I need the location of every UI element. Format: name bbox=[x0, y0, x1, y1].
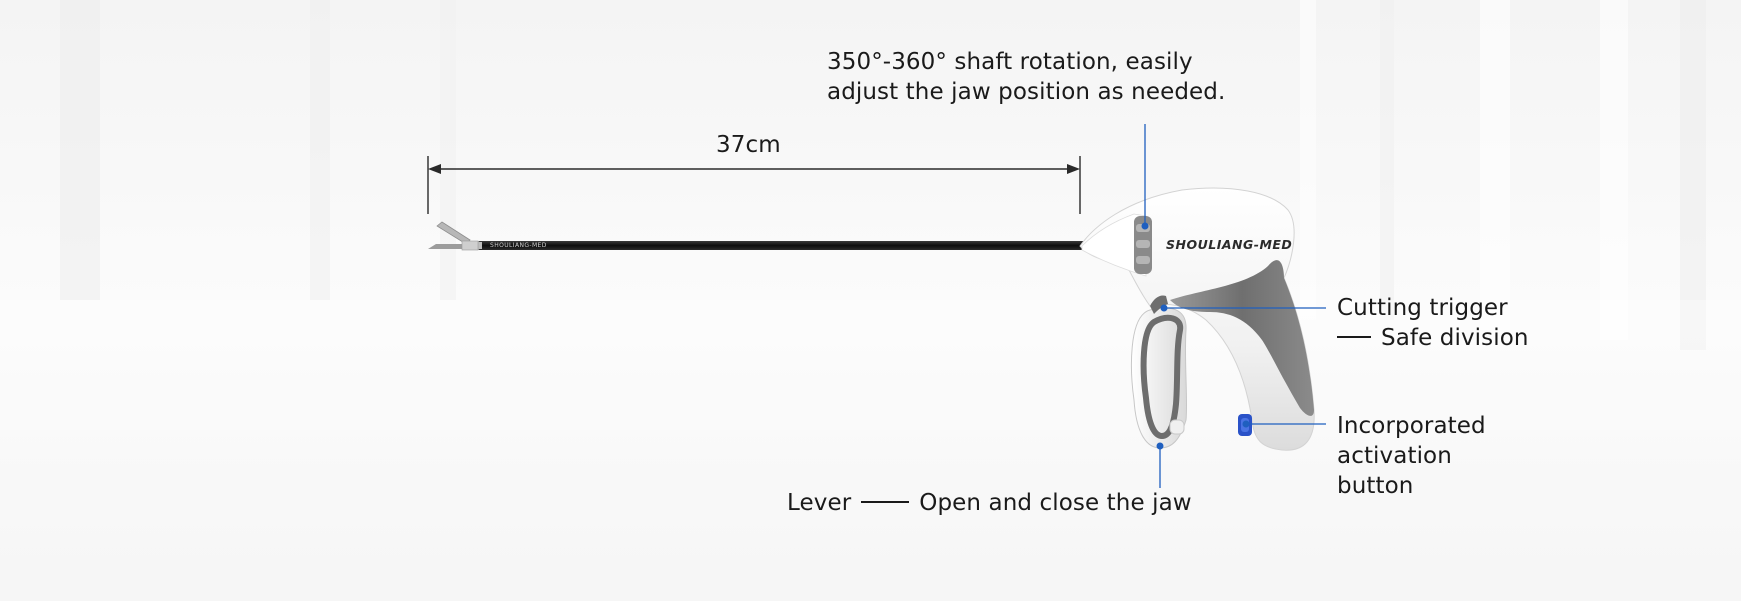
callout-dot-trigger bbox=[1160, 304, 1168, 312]
cutting-trigger-desc-row: Safe division bbox=[1337, 323, 1529, 353]
background-pillars bbox=[60, 0, 1706, 350]
rotation-callout-line2: adjust the jaw position as needed. bbox=[827, 79, 1226, 105]
rotation-knob bbox=[1081, 213, 1147, 277]
activation-button-callout: Incorporated activation button bbox=[1337, 411, 1486, 501]
activation-line3: button bbox=[1337, 473, 1414, 499]
callout-dot-button bbox=[1242, 420, 1250, 428]
callout-leaders bbox=[1144, 124, 1326, 488]
rotation-callout: 350°-360° shaft rotation, easily adjust … bbox=[827, 47, 1225, 107]
activation-line2: activation bbox=[1337, 443, 1452, 469]
callout-dot-lever bbox=[1156, 442, 1164, 450]
callout-dot-rotation bbox=[1141, 222, 1149, 230]
cutting-trigger-title: Cutting trigger bbox=[1337, 295, 1508, 321]
dimension-arrow-right bbox=[1067, 164, 1080, 174]
lever-callout: Lever Open and close the jaw bbox=[787, 488, 1192, 518]
length-label: 37cm bbox=[716, 132, 781, 158]
shaft-print: SHOULIANG-MED bbox=[490, 242, 547, 249]
lever-stop bbox=[1169, 419, 1185, 435]
lever-title: Lever bbox=[787, 490, 852, 516]
dash-separator bbox=[861, 500, 910, 503]
dimension-arrow-left bbox=[428, 164, 441, 174]
rotation-callout-line1: 350°-360° shaft rotation, easily bbox=[827, 49, 1193, 75]
activation-line1: Incorporated bbox=[1337, 413, 1486, 439]
handle-housing bbox=[1079, 187, 1315, 451]
lever-desc: Open and close the jaw bbox=[919, 490, 1192, 516]
cutting-trigger bbox=[1150, 295, 1168, 314]
instrument-shaft bbox=[478, 241, 1088, 250]
dash-separator bbox=[1337, 335, 1371, 338]
grip bbox=[1170, 260, 1314, 416]
floor-reflection bbox=[0, 300, 1741, 601]
brand-logo: SHOULIANG-MED bbox=[1166, 237, 1293, 252]
jaw-tip bbox=[428, 221, 479, 251]
length-dimension bbox=[427, 156, 1081, 214]
cutting-trigger-callout: Cutting trigger Safe division bbox=[1337, 293, 1529, 353]
cutting-trigger-desc: Safe division bbox=[1381, 325, 1529, 351]
